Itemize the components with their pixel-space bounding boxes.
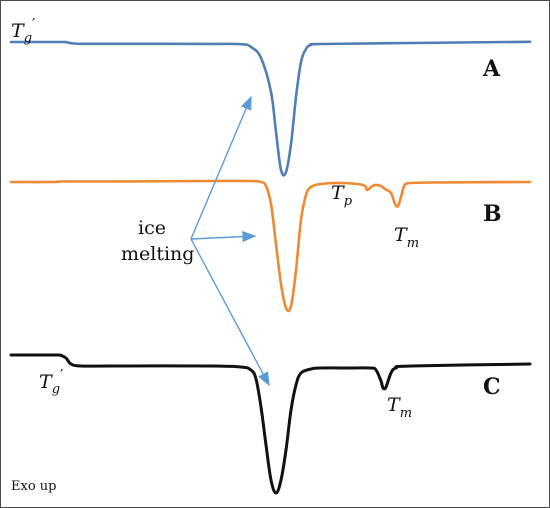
arrow-to-peak-b bbox=[190, 230, 257, 243]
curve-label-b: B bbox=[483, 201, 502, 227]
tm-label-b: Tm bbox=[394, 224, 419, 251]
exo-up-note: Exo up bbox=[11, 479, 56, 494]
curve-b bbox=[9, 179, 532, 313]
curve-a bbox=[9, 40, 532, 177]
ice-melting-label-line2: melting bbox=[121, 243, 194, 265]
tg-prime-label-a: Tg′ bbox=[11, 15, 36, 46]
tp-label-b: Tp bbox=[331, 182, 353, 209]
arrow-to-peak-c bbox=[190, 238, 270, 387]
tm-label-c: Tm bbox=[387, 394, 412, 421]
curve-label-c: C bbox=[483, 374, 501, 400]
tg-prime-label-c: Tg′ bbox=[39, 366, 64, 397]
curve-label-a: A bbox=[482, 56, 501, 82]
curve-c bbox=[9, 353, 532, 495]
curves-group bbox=[9, 40, 532, 495]
ice-melting-label-line1: ice bbox=[138, 217, 166, 239]
arrows-group bbox=[190, 95, 270, 387]
arrow-to-peak-a bbox=[190, 95, 252, 240]
